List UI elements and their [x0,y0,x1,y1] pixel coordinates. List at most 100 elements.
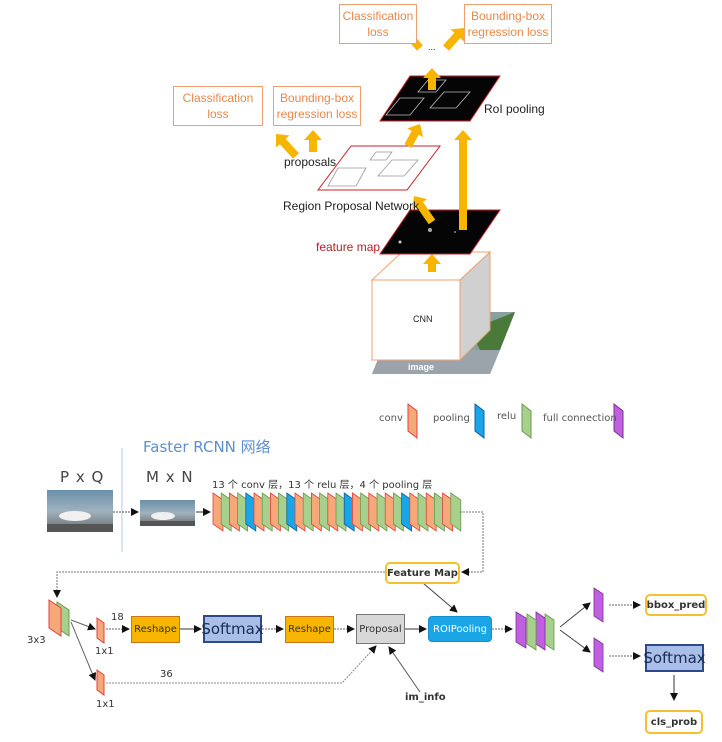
arrow-to-bbox-fc [559,602,591,628]
legend-swatch-full-connection [613,402,624,440]
arrow-to-roi-bbox-loss [443,28,464,51]
rpn-cls-loss-line1: Classification [182,91,254,105]
backbone-layer-relu [335,492,347,532]
backbone-layer-relu [302,492,314,532]
legend-pooling-label: pooling [433,413,470,424]
cnn-cube [370,250,492,362]
backbone-layer-conv [228,492,240,532]
rpn-label: Region Proposal Network [283,199,420,213]
softmax-node-2: Softmax [643,644,706,672]
backbone-layer-relu [319,492,331,532]
backbone-layer-relu [450,492,462,532]
backbone-layer-relu [417,492,429,532]
backbone-layer-conv [409,492,421,532]
backbone-layer-conv [310,492,322,532]
resized-size-label: M x N [146,468,194,486]
bbox-pred-node: bbox_pred [645,594,707,616]
fc-layer-stack [515,611,555,651]
arrow-featuremap-to-rpn [53,571,385,598]
arrow-to-cls-fc [559,629,591,653]
backbone-layer-stack [212,492,462,532]
legend-conv-label: conv [379,413,403,424]
backbone-layer-pool [343,492,355,532]
cnn-label: CNN [413,314,433,324]
feature-map-label: feature map [316,240,381,254]
legend-relu-label: relu [497,411,517,422]
rpn-conv3x3 [48,599,70,637]
backbone-caption: 13 个 conv 层，13 个 relu 层，4 个 pooling 层 [212,480,433,491]
backbone-layer-relu [392,492,404,532]
roi-classification-loss-box: Classification loss [339,4,417,44]
arrow-backbone-to-featuremap [460,511,484,576]
roi-bbox-loss-line2: regression loss [467,25,549,39]
legend-swatch-relu [521,402,532,440]
arrow-to-rpn-cls-loss [276,134,299,159]
feature-map-node: Feature Map [385,562,460,584]
faster-rcnn-title: Faster RCNN 网络 [143,438,271,456]
arrow-featuremap-to-roi [454,130,472,230]
rpn-bbox-loss-line2: regression loss [276,107,358,121]
im-info-label: im_info [405,692,446,703]
rpn-bbox-regression-loss-box: Bounding-box regression loss [273,86,361,126]
ellipsis-label: ... [428,42,436,52]
proposals-label: proposals [284,155,337,169]
backbone-layer-relu [360,492,372,532]
backbone-layer-conv [351,492,363,532]
rpn-conv1x1-reg [96,669,105,696]
roi-pooling-node: ROIPooling [428,616,492,642]
legend-swatches [407,402,624,440]
feature-map-plane [379,209,501,255]
image-label: image [408,362,435,372]
proposal-node: Proposal [356,614,405,644]
backbone-layer-conv [253,492,265,532]
conv1x1-reg-label: 1x1 [96,699,115,710]
arrow-cnn-to-featuremap [423,254,441,272]
reshape-node-2: Reshape [285,616,334,643]
backbone-layer-conv [327,492,339,532]
backbone-layer-conv [269,492,281,532]
legend-swatch-conv [407,402,418,440]
backbone-layer-conv [368,492,380,532]
backbone-layer-pool [286,492,298,532]
roi-bbox-loss-line1: Bounding-box [470,9,546,23]
backbone-layer-pool [401,492,413,532]
legend-swatch-pooling [474,402,485,440]
arrow-to-reg-1x1 [70,621,97,681]
roi-bbox-regression-loss-box: Bounding-box regression loss [464,4,552,44]
cls-prob-node: cls_prob [645,710,703,734]
channels-18-label: 18 [111,612,124,623]
rpn-classification-loss-box: Classification loss [173,86,263,126]
arrow-to-cls-1x1 [70,619,96,631]
rpn-cls-loss-line2: loss [207,107,229,121]
backbone-layer-conv [442,492,454,532]
backbone-layer-relu [220,492,232,532]
legend-full-connection-label: full connection [543,413,617,424]
input-image-mxn [140,500,195,526]
backbone-layer-conv [425,492,437,532]
backbone-layer-pool [245,492,257,532]
backbone-layer-relu [376,492,388,532]
roi-pooling-plane [379,75,501,122]
arrow-iminfo-to-proposal [388,646,421,693]
rpn-bbox-loss-line1: Bounding-box [279,91,355,105]
proposals-plane [317,145,441,191]
backbone-layer-conv [294,492,306,532]
backbone-layer-conv [212,492,224,532]
arrow-proposals-to-roi [404,124,424,148]
input-size-label: P x Q [60,468,105,486]
bbox-fc-layer [593,587,604,623]
rpn-conv1x1-cls [96,617,105,644]
conv3x3-label: 3x3 [27,635,46,646]
cls-fc-layer [593,637,604,673]
backbone-layer-relu [237,492,249,532]
arrow-to-rpn-bbox-loss [304,130,322,152]
backbone-layer-relu [261,492,273,532]
backbone-layer-relu [433,492,445,532]
arrow-reg-to-proposal [106,645,377,684]
backbone-layer-conv [384,492,396,532]
roi-pooling-label: RoI pooling [484,102,545,116]
arrow-roi-up [423,68,441,90]
roi-cls-loss-line1: Classification [342,9,414,23]
reshape-node-1: Reshape [131,616,180,643]
